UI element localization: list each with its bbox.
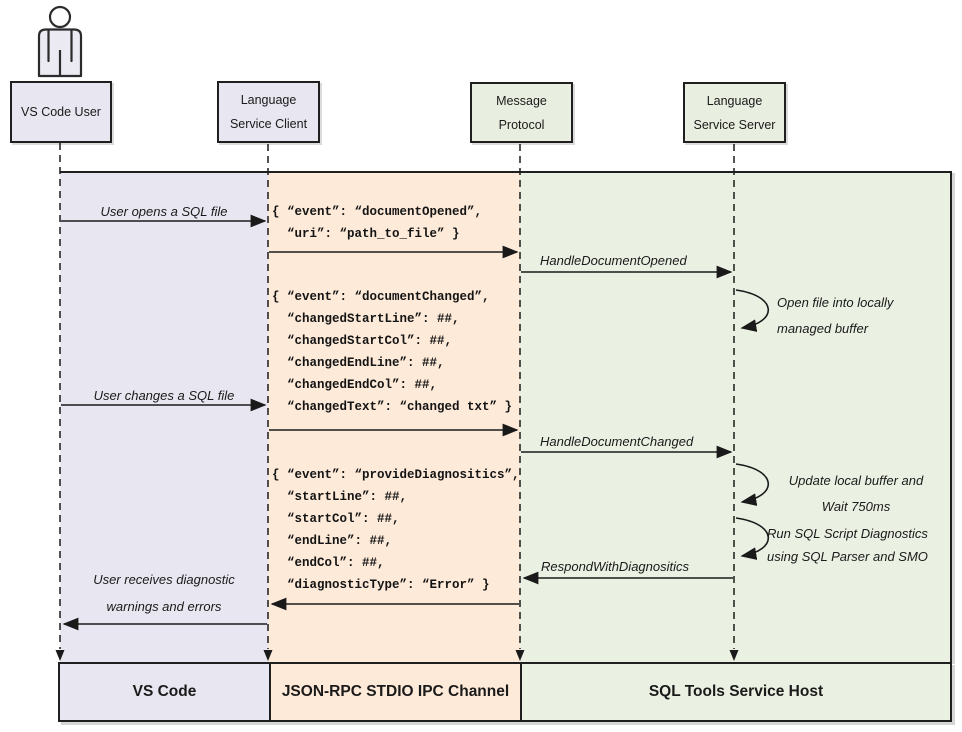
actor-box-language-service-client: Language Service Client [217, 81, 320, 143]
json-line: “endLine”: ##, [272, 534, 393, 548]
actor-label-line: Language [706, 93, 763, 108]
lane-service-host [520, 171, 952, 662]
component-box-ipc-channel: JSON-RPC STDIO IPC Channel [269, 662, 520, 722]
component-row: VS Code JSON-RPC STDIO IPC Channel SQL T… [58, 662, 952, 722]
json-line: “changedEndLine”: ##, [272, 356, 445, 370]
actor-label-line: Service Server [693, 117, 776, 132]
json-line: “changedStartCol”: ##, [272, 334, 453, 348]
actor-label-line: Language [240, 93, 297, 107]
json-document-changed: { “event”: “documentChanged”, “changedSt… [272, 286, 512, 418]
lane-vscode [60, 171, 268, 662]
json-line: “uri”: “path_to_file” } [272, 227, 460, 241]
json-line: { “event”: “documentOpened”, [272, 205, 483, 219]
actor-box-language-service-server: Language Service Server [683, 82, 786, 143]
json-line: “endCol”: ##, [272, 556, 385, 570]
component-box-vscode: VS Code [58, 662, 269, 722]
json-line: “changedEndCol”: ##, [272, 378, 438, 392]
actor-label: VS Code User [21, 105, 101, 119]
json-line: { “event”: “provideDiagnositics”, [272, 468, 520, 482]
component-label: JSON-RPC STDIO IPC Channel [281, 683, 510, 700]
actor-label-line: Service Client [229, 117, 308, 131]
label-user-opens-file: User opens a SQL file [100, 204, 228, 219]
note-run-diagnostics-line1: Run SQL Script Diagnostics [767, 526, 928, 541]
note-run-diagnostics-line2: using SQL Parser and SMO [767, 549, 928, 564]
note-update-buffer-line1: Update local buffer and [788, 473, 924, 488]
label-user-receives-line1: User receives diagnostic [93, 572, 235, 587]
user-actor-icon [37, 5, 83, 78]
json-provide-diagnostics: { “event”: “provideDiagnositics”, “start… [272, 464, 520, 596]
actor-label-line: Protocol [498, 117, 545, 132]
label-respond-with-diagnostics: RespondWithDiagnositics [541, 559, 690, 574]
label-handle-document-opened: HandleDocumentOpened [540, 253, 687, 268]
json-line: “startCol”: ##, [272, 512, 400, 526]
json-line: “diagnosticType”: “Error” } [272, 578, 490, 592]
actor-label-line: Message [496, 93, 547, 108]
json-line: “changedText”: “changed txt” } [272, 400, 513, 414]
json-line: “changedStartLine”: ##, [272, 312, 460, 326]
actor-box-message-protocol: Message Protocol [470, 82, 573, 143]
json-document-opened: { “event”: “documentOpened”, “uri”: “pat… [272, 201, 482, 245]
component-box-service-host: SQL Tools Service Host [520, 662, 952, 722]
json-line: “startLine”: ##, [272, 490, 408, 504]
note-update-buffer-line2: Wait 750ms [821, 499, 891, 514]
component-label: VS Code [132, 683, 197, 700]
label-user-receives-line2: warnings and errors [106, 599, 222, 614]
label-handle-document-changed: HandleDocumentChanged [540, 434, 694, 449]
component-label: SQL Tools Service Host [648, 683, 824, 700]
note-open-buffer-line2: managed buffer [777, 321, 869, 336]
json-line: { “event”: “documentChanged”, [272, 290, 490, 304]
actor-box-vscode-user: VS Code User [10, 81, 112, 143]
note-open-buffer-line1: Open file into locally [777, 295, 894, 310]
lane-ipc-channel [268, 171, 520, 662]
label-user-changes-file: User changes a SQL file [93, 388, 235, 403]
